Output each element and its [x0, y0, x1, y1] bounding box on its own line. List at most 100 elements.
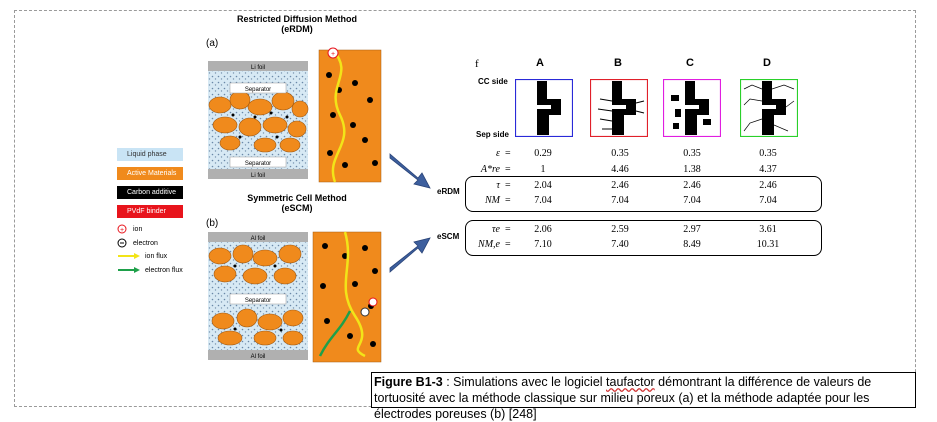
svg-text:Al foil: Al foil	[251, 354, 266, 360]
row-porosity-label: ε	[496, 148, 500, 159]
microstructure-d	[740, 79, 798, 137]
legend-pvdf-label: PVdF binder	[127, 208, 166, 215]
legend-pvdf-binder: PVdF binder	[117, 205, 183, 218]
cell-nm-e-a: 7.10	[534, 239, 552, 250]
erdm-title: Restricted Diffusion Method (eRDM)	[212, 14, 382, 34]
cell-porosity-a: 0.29	[534, 148, 552, 159]
cell-tau-e-d: 3.61	[759, 224, 777, 235]
table-corner-label: f	[475, 58, 479, 70]
microstructure-a	[515, 79, 573, 137]
legend-active-swatch: Active Materials	[117, 167, 183, 180]
escm-group-box	[465, 220, 822, 256]
legend-electron: electron	[117, 238, 158, 248]
cell-area-b: 4.46	[611, 164, 629, 175]
row-area-label: A*re	[480, 164, 500, 175]
cell-nm-b: 7.04	[611, 195, 629, 206]
cell-tau-d: 2.46	[759, 180, 777, 191]
row-tau-e-eq: =	[505, 224, 511, 235]
legend-ion-label: ion	[133, 225, 143, 233]
cell-porosity-d: 0.35	[759, 148, 777, 159]
row-nm-e-label: NM,e	[478, 239, 500, 250]
svg-text:Separator: Separator	[245, 161, 271, 167]
panel-a-schematic: Li foil Separator Separator Li foil +	[208, 47, 382, 183]
escm-title: Symmetric Cell Method (eSCM)	[212, 193, 382, 213]
microstructure-c	[663, 79, 721, 137]
legend-carbon-additive: Carbon additive	[117, 186, 183, 199]
row-nm-eq: =	[505, 195, 511, 206]
row-nm-label: NM	[485, 195, 500, 206]
row-nm-e-eq: =	[505, 239, 511, 250]
cell-area-d: 4.37	[759, 164, 777, 175]
ion-flux-arrow-icon	[118, 253, 140, 259]
row-tau-label: τ	[496, 180, 500, 191]
microstructure-b	[590, 79, 648, 137]
erdm-group-box	[465, 176, 822, 212]
legend-liquid-phase: Liquid phase	[117, 148, 183, 161]
cell-tau-b: 2.46	[611, 180, 629, 191]
caption-text-part2: démontrant la différence de valeurs de t…	[374, 375, 872, 421]
legend-ion: + ion	[117, 224, 142, 234]
svg-text:Separator: Separator	[245, 298, 271, 304]
svg-text:Li foil: Li foil	[251, 173, 265, 179]
column-b-header: B	[614, 57, 622, 69]
arrow-to-escm-icon	[389, 237, 431, 273]
pointer-arrows	[389, 153, 431, 273]
svg-text:+: +	[331, 51, 335, 58]
cell-porosity-c: 0.35	[683, 148, 701, 159]
legend-liquid-swatch: Liquid phase	[117, 148, 183, 161]
cell-tau-a: 2.04	[534, 180, 552, 191]
panel-b-label: (b)	[206, 218, 219, 229]
cell-nm-a: 7.04	[534, 195, 552, 206]
erdm-title-main: Restricted Diffusion Method	[236, 14, 357, 24]
legend-electron-flux: electron flux	[117, 266, 183, 274]
row-tau-e-label: τe	[491, 224, 500, 235]
panel-a-label: (a)	[206, 38, 219, 49]
svg-text:+: +	[120, 227, 124, 234]
sep-side-label: Sep side	[476, 130, 509, 139]
caption-software-name: taufactor	[606, 375, 655, 389]
electron-icon	[117, 238, 127, 248]
li-foil-top-label: Li foil	[251, 65, 265, 71]
cell-tau-e-a: 2.06	[534, 224, 552, 235]
cell-nm-e-b: 7.40	[611, 239, 629, 250]
electron-flux-arrow-icon	[118, 267, 140, 273]
erdm-group-label: eRDM	[437, 187, 460, 196]
panel-b-schematic: Al foil Separator Al foil	[208, 231, 382, 363]
cell-porosity-b: 0.35	[611, 148, 629, 159]
legend-active-materials: Active Materials	[117, 167, 183, 180]
column-a-header: A	[536, 57, 544, 69]
cell-area-c: 1.38	[683, 164, 701, 175]
svg-text:Al foil: Al foil	[251, 236, 266, 242]
legend-liquid-label: Liquid phase	[127, 151, 167, 158]
legend-carbon-label: Carbon additive	[127, 189, 177, 196]
erdm-title-sub: (eRDM)	[281, 24, 313, 34]
legend-carbon-swatch: Carbon additive	[117, 186, 183, 199]
legend-active-label: Active Materials	[127, 170, 177, 177]
escm-title-sub: (eSCM)	[281, 203, 313, 213]
legend-electron-flux-label: electron flux	[145, 266, 183, 274]
cell-nm-d: 7.04	[759, 195, 777, 206]
row-tau-eq: =	[505, 180, 511, 191]
cell-nm-e-c: 8.49	[683, 239, 701, 250]
row-area-eq: =	[505, 164, 511, 175]
svg-text:Separator: Separator	[245, 87, 271, 93]
legend-ion-flux-label: ion flux	[145, 252, 168, 260]
row-porosity-eq: =	[505, 148, 511, 159]
cell-tau-e-c: 2.97	[683, 224, 701, 235]
caption-box	[371, 372, 916, 408]
column-d-header: D	[763, 57, 771, 69]
escm-group-label: eSCM	[437, 232, 460, 241]
cell-area-a: 1	[540, 164, 546, 175]
cell-tau-e-b: 2.59	[611, 224, 629, 235]
figure-caption: Figure B1-3 : Simulations avec le logici…	[374, 374, 914, 422]
escm-title-main: Symmetric Cell Method	[247, 193, 347, 203]
arrow-to-erdm-icon	[389, 153, 431, 189]
cell-tau-c: 2.46	[683, 180, 701, 191]
cell-nm-e-d: 10.31	[756, 239, 780, 250]
li-foil-top	[208, 61, 308, 71]
column-c-header: C	[686, 57, 694, 69]
caption-text-part1: : Simulations avec le logiciel	[442, 375, 607, 389]
legend-ion-flux: ion flux	[117, 252, 167, 260]
ion-icon: +	[117, 224, 127, 234]
legend-electron-label: electron	[133, 239, 158, 247]
